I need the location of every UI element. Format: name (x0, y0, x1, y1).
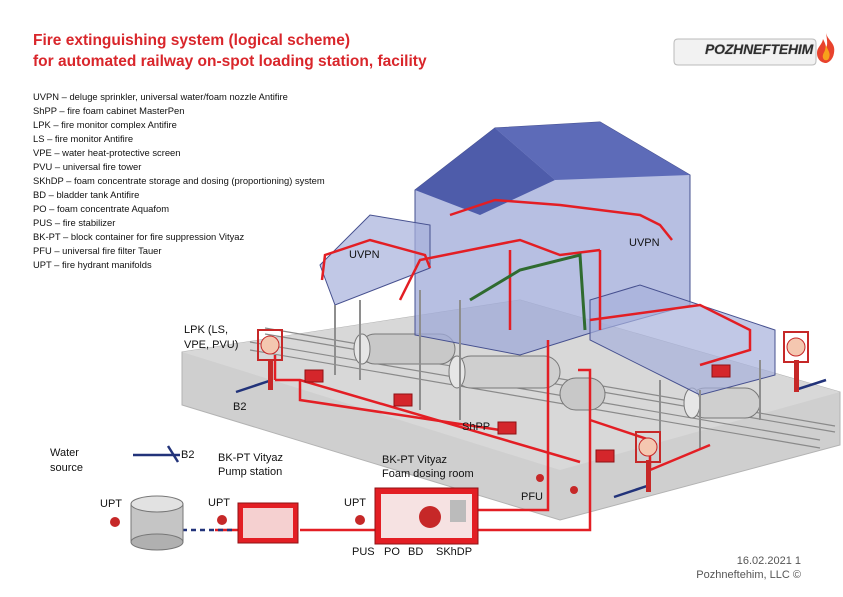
label-water-line2: source (50, 462, 84, 474)
fire-monitor-tower (635, 431, 661, 492)
legend-item: PVU – universal fire tower (33, 161, 142, 172)
foam-dosing-container (374, 487, 479, 545)
label-b2-water: B2 (181, 449, 195, 461)
legend-item: BK-PT – block container for fire suppres… (33, 231, 245, 242)
label-b2-top: B2 (233, 401, 247, 413)
pump-station-container (237, 502, 299, 544)
legend-item: PFU – universal fire filter Tauer (33, 245, 162, 256)
label-upt-mid: UPT (208, 497, 230, 509)
page-subtitle: for automated railway on-spot loading st… (33, 53, 427, 70)
label-bd: BD (408, 546, 424, 558)
foam-cabinets (304, 364, 731, 463)
legend-item: SKhDP – foam concentrate storage and dos… (33, 175, 325, 186)
label-dosing-line1: BK-PT Vityaz (382, 454, 448, 466)
sprinkler-pipework (320, 198, 752, 367)
page-title: Fire extinguishing system (logical schem… (33, 32, 350, 49)
label-water-line1: Water (50, 447, 79, 459)
legend-item: BD – bladder tank Antifire (33, 189, 140, 200)
label-uvpn-right: UVPN (629, 237, 660, 249)
label-lpk-line1: LPK (LS, (184, 324, 229, 336)
label-skhdp: SKhDP (436, 546, 473, 558)
legend-item: PO – foam concentrate Aquafom (33, 203, 170, 214)
label-pump-line1: BK-PT Vityaz (218, 452, 284, 464)
label-upt-left: UPT (100, 498, 122, 510)
flame-icon (817, 33, 835, 63)
label-shpp: ShPP (462, 421, 491, 433)
label-upt-right: UPT (344, 497, 366, 509)
label-pump-line2: Pump station (218, 466, 283, 478)
label-pus: PUS (352, 546, 375, 558)
fire-monitor-tower (783, 331, 809, 392)
label-lpk-line2: VPE, PVU) (184, 339, 239, 351)
water-tank (130, 495, 184, 551)
label-pfu: PFU (521, 491, 543, 503)
abbreviation-legend: UVPN – deluge sprinkler, universal water… (33, 90, 325, 272)
legend-item: UPT – fire hydrant manifolds (33, 259, 152, 270)
hydrant-manifolds (110, 474, 578, 527)
foam-concentrate-line (469, 253, 587, 331)
label-po: PO (384, 546, 400, 558)
legend-item: UVPN – deluge sprinkler, universal water… (33, 91, 288, 102)
label-dosing-line2: Foam dosing room (382, 468, 474, 480)
legend-item: LPK – fire monitor complex Antifire (33, 119, 177, 130)
label-uvpn-left: UVPN (349, 249, 380, 261)
legend-item: VPE – water heat-protective screen (33, 147, 181, 158)
loading-rack-building (319, 121, 776, 450)
footer-date: 16.02.2021 1 (736, 555, 801, 567)
legend-item: ShPP – fire foam cabinet MasterPen (33, 105, 185, 116)
footer-company: Pozhneftehim, LLC © (696, 569, 801, 581)
water-supply-lines (133, 378, 827, 532)
legend-item: PUS – fire stabilizer (33, 217, 116, 228)
legend-item: LS – fire monitor Antifire (33, 133, 134, 144)
logo-text: POZHNEFTEHIM (705, 41, 814, 57)
fire-monitor-tower (257, 329, 283, 390)
